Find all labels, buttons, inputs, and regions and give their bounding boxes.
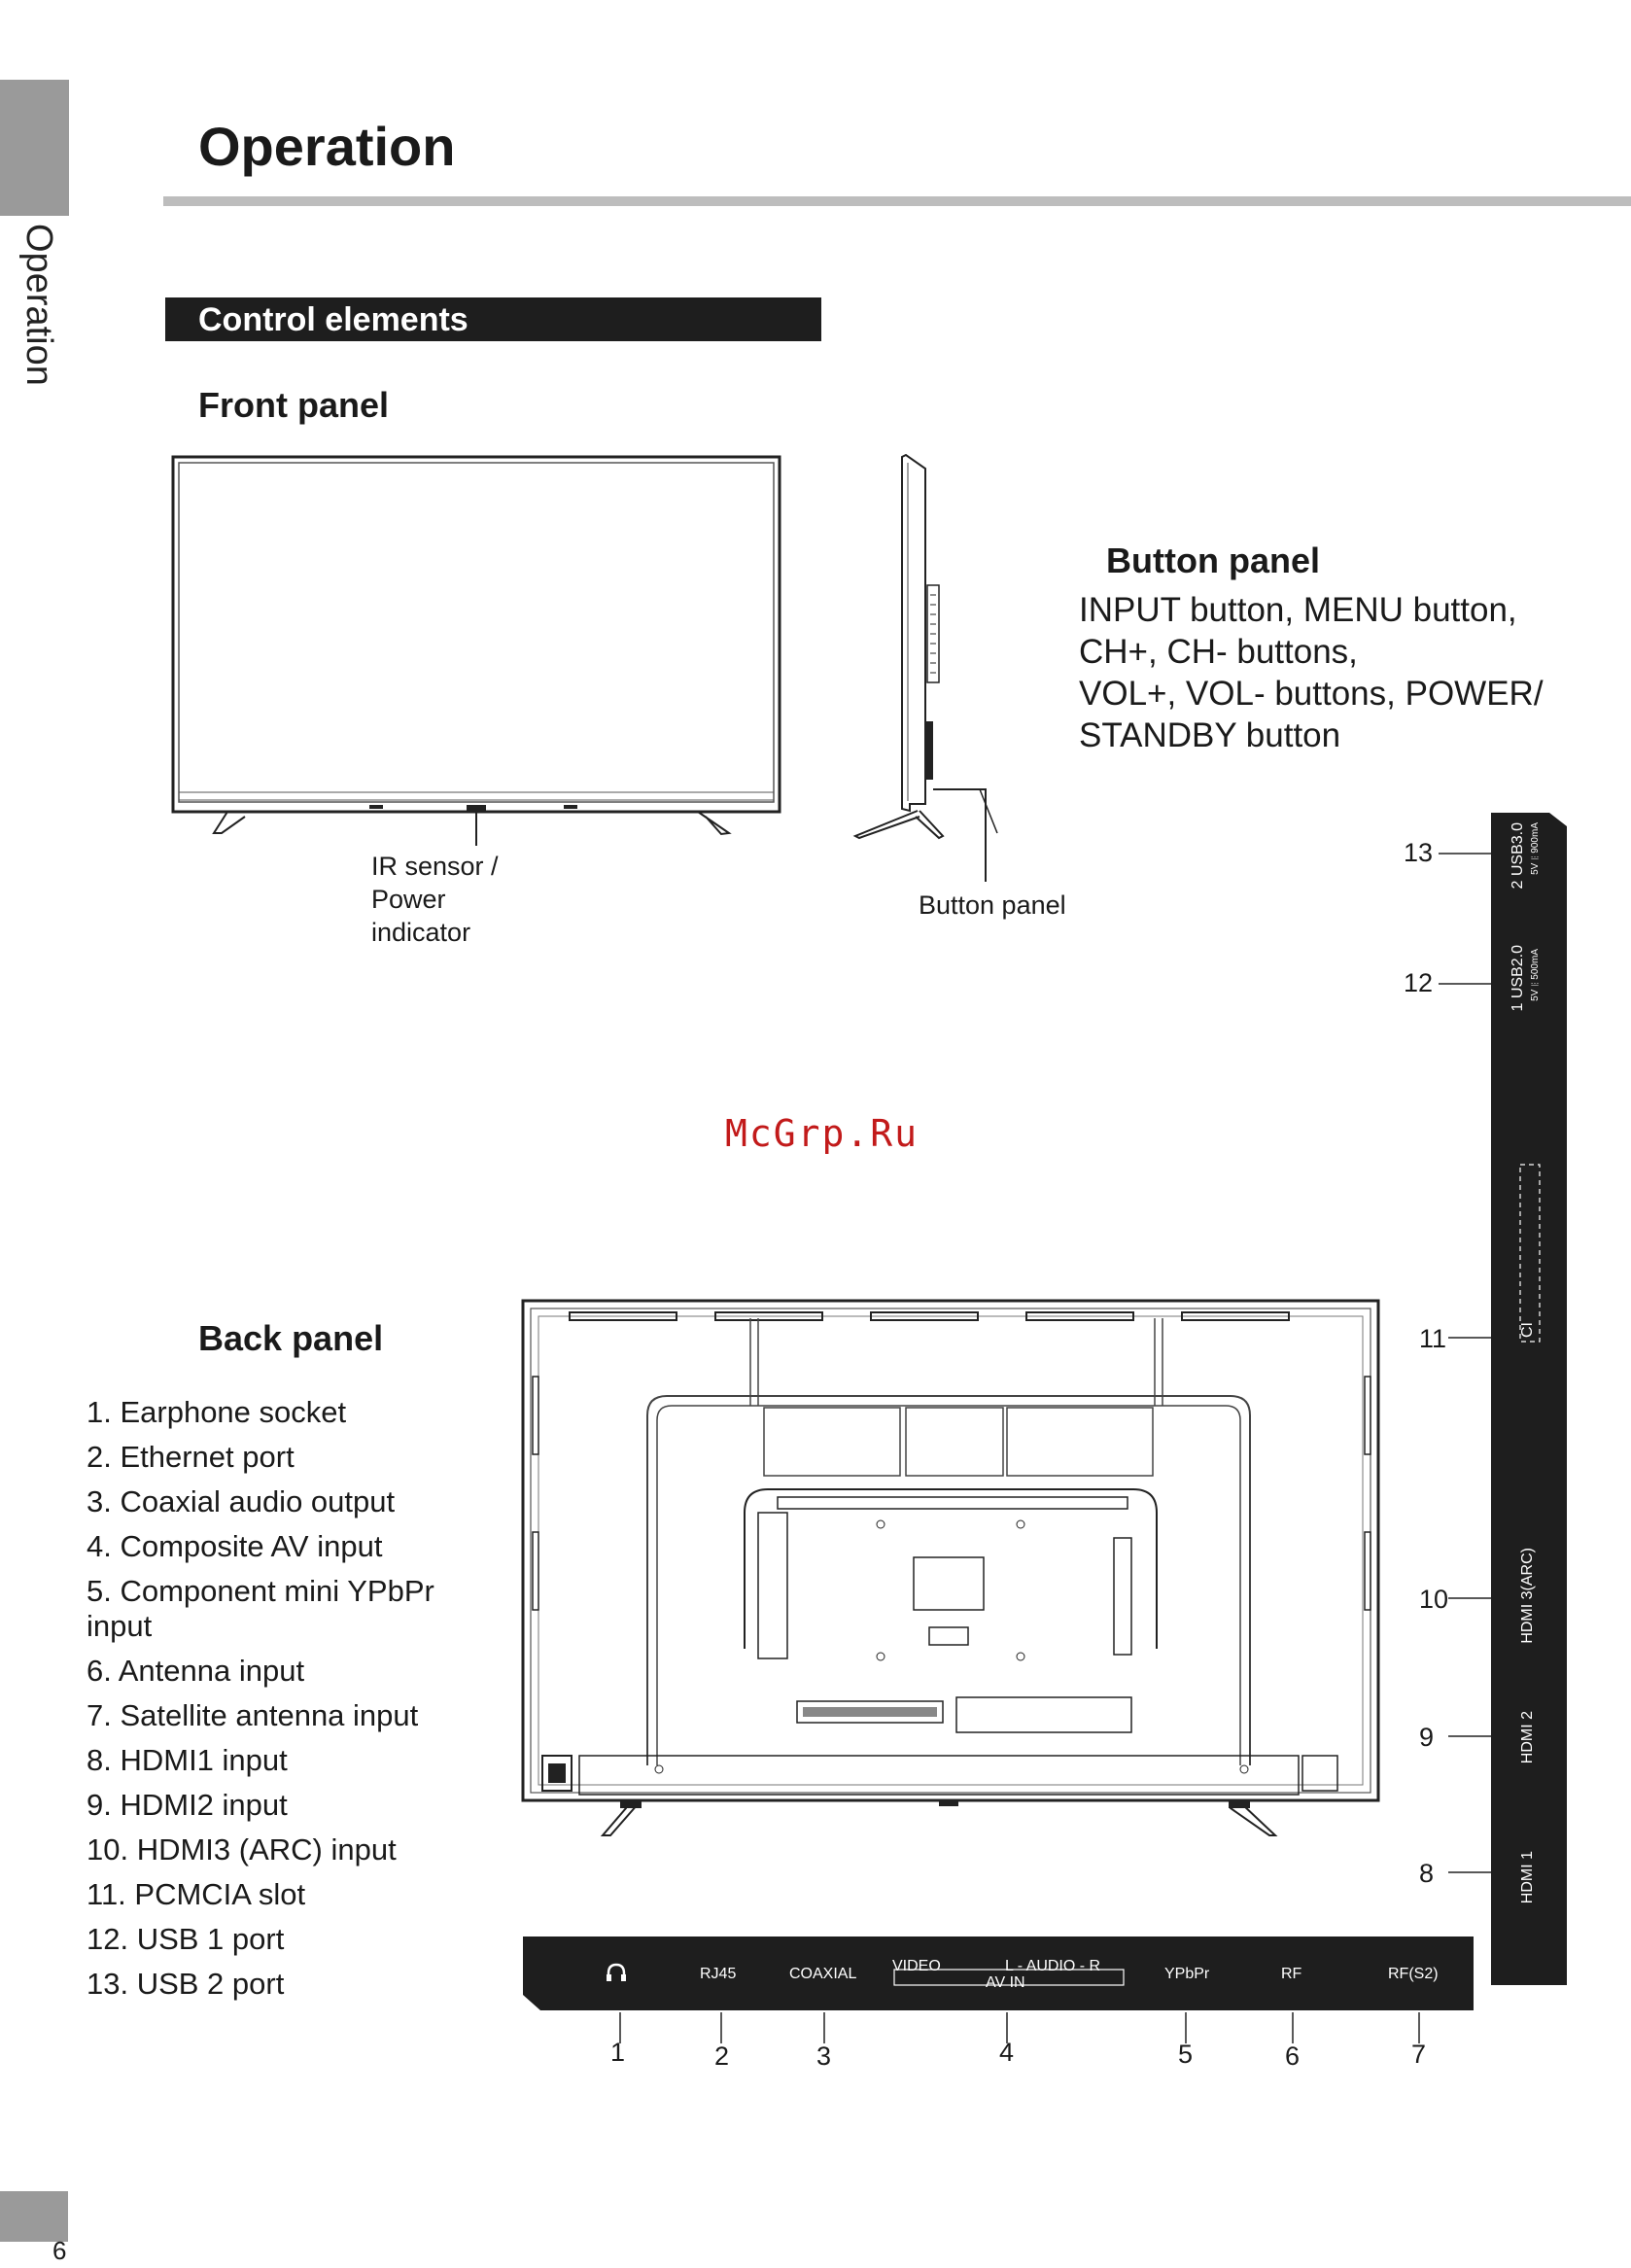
button-panel-callout: Button panel: [919, 890, 1066, 920]
av-in-label: AV IN: [986, 1974, 1025, 1991]
hdmi2-port-label: HDMI 2: [1519, 1711, 1536, 1764]
watermark: McGrp.Ru: [725, 1112, 920, 1155]
button-desc-line-4: STANDBY button: [1079, 716, 1341, 754]
legend-item: 7. Satellite antenna input: [87, 1698, 419, 1732]
tv-side-illustration: [852, 453, 998, 882]
ir-callout-line-3: indicator: [371, 918, 471, 947]
button-desc-line-2: CH+, CH- buttons,: [1079, 633, 1358, 671]
hdmi1-port-label: HDMI 1: [1519, 1851, 1536, 1904]
usb1-rating: 5V⎓500mA: [1530, 949, 1541, 1001]
ci-slot-label: CI: [1519, 1322, 1536, 1338]
tv-front-illustration: [171, 455, 781, 846]
front-panel-heading: Front panel: [198, 385, 389, 425]
legend-item: 8. HDMI1 input: [87, 1743, 288, 1777]
usb1-port-label: 1 USB2.0: [1510, 945, 1526, 1012]
callout-7: 7: [1411, 2040, 1427, 2069]
section-title: Control elements: [198, 301, 468, 338]
tv-back-illustration: [521, 1299, 1380, 1836]
audio-port-label: L - AUDIO - R: [1005, 1958, 1101, 1974]
callout-6: 6: [1285, 2041, 1301, 2071]
video-port-label: VIDEO: [892, 1958, 941, 1974]
side-callout-lines: [1439, 853, 1491, 1873]
button-panel-heading: Button panel: [1106, 541, 1320, 580]
back-panel-legend: 1. Earphone socket 2. Ethernet port 3. C…: [87, 1390, 475, 2006]
rf-s2-port-label: RF(S2): [1388, 1966, 1439, 1982]
callout-13: 13: [1404, 838, 1434, 867]
earphone-icon: [607, 1963, 626, 1981]
legend-item: 6. Antenna input: [87, 1654, 305, 1688]
button-panel-description: INPUT button, MENU button, CH+, CH- butt…: [1079, 589, 1604, 756]
rf-port-label: RF: [1281, 1966, 1302, 1982]
side-tab-marker: [0, 80, 69, 216]
legend-item-continued: input: [87, 1609, 153, 1643]
back-panel-heading: Back panel: [198, 1318, 384, 1358]
ir-sensor-callout: IR sensor / Power indicator: [371, 850, 499, 949]
usb2-rating: 5V⎓900mA: [1530, 822, 1541, 875]
legend-item: 1. Earphone socket: [87, 1395, 347, 1429]
button-desc-line-3: VOL+, VOL- buttons, POWER/: [1079, 675, 1544, 713]
bottom-callout-lines: [619, 2012, 1420, 2043]
callout-12: 12: [1404, 968, 1434, 997]
callout-10: 10: [1419, 1585, 1449, 1614]
callout-5: 5: [1178, 2040, 1194, 2069]
section-header: Control elements: [165, 297, 821, 341]
usb2-port-label: 2 USB3.0: [1510, 822, 1526, 890]
legend-item: 10. HDMI3 (ARC) input: [87, 1832, 397, 1867]
callout-1: 1: [610, 2038, 626, 2067]
legend-item: 12. USB 1 port: [87, 1922, 285, 1956]
legend-item: 9. HDMI2 input: [87, 1788, 288, 1822]
legend-item: 11. PCMCIA slot: [87, 1877, 306, 1911]
page-number-marker: [0, 2191, 68, 2242]
page-title: Operation: [198, 116, 456, 177]
ir-callout-line-2: Power: [371, 885, 446, 914]
coaxial-port-label: COAXIAL: [789, 1966, 857, 1982]
legend-item: 3. Coaxial audio output: [87, 1484, 396, 1518]
rj45-port-label: RJ45: [700, 1966, 737, 1982]
side-tab-label: Operation: [18, 224, 59, 386]
button-desc-line-1: INPUT button, MENU button,: [1079, 591, 1517, 629]
callout-9: 9: [1419, 1723, 1435, 1752]
title-divider: [163, 196, 1631, 206]
legend-item: 13. USB 2 port: [87, 1967, 285, 2001]
hdmi3-port-label: HDMI 3(ARC): [1519, 1548, 1536, 1644]
side-connector-strip: [1491, 813, 1567, 1985]
callout-8: 8: [1419, 1859, 1435, 1888]
callout-4: 4: [999, 2038, 1015, 2067]
bottom-connector-strip: [523, 1937, 1474, 2010]
legend-item: 2. Ethernet port: [87, 1440, 295, 1474]
legend-item: 4. Composite AV input: [87, 1529, 383, 1563]
callout-2: 2: [714, 2041, 730, 2071]
callout-3: 3: [816, 2041, 832, 2071]
ypbpr-port-label: YPbPr: [1164, 1966, 1210, 1982]
callout-11: 11: [1419, 1324, 1447, 1353]
legend-item: 5. Component mini YPbPr: [87, 1574, 434, 1608]
page-number: 6: [52, 2236, 67, 2265]
ir-callout-line-1: IR sensor /: [371, 852, 499, 881]
